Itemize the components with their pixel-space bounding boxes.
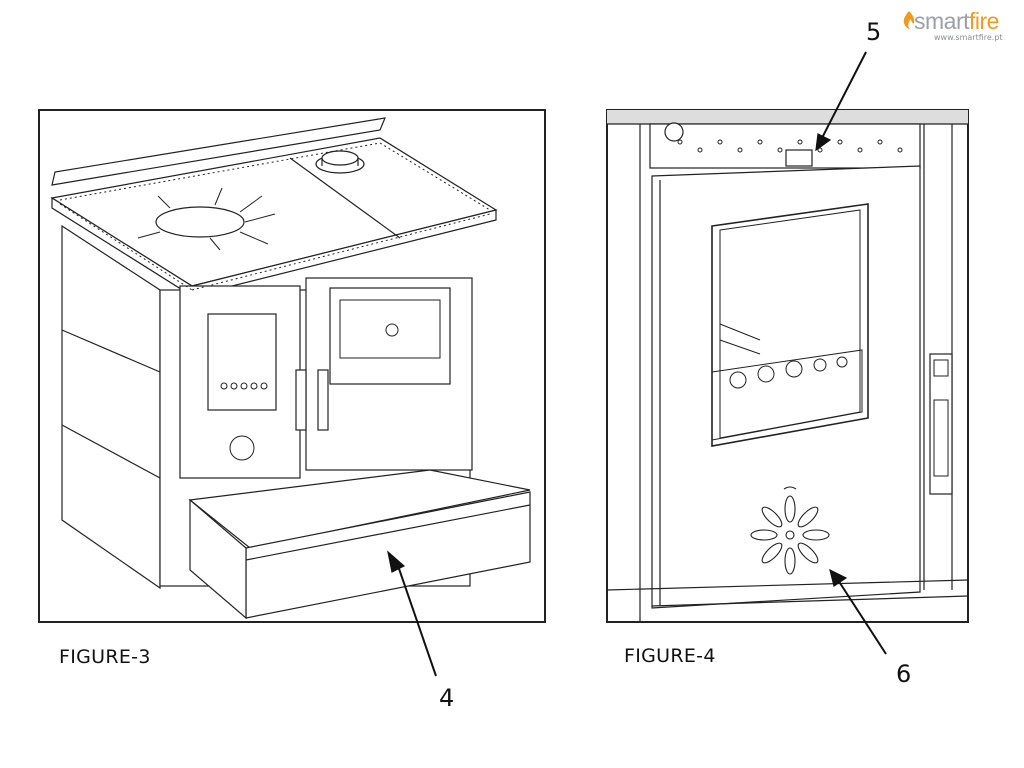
- callout-arrow-5: [815, 51, 867, 152]
- door-latch: [785, 149, 813, 167]
- logo-url: www.smartfire.pt: [934, 33, 1003, 42]
- grate-holes: [729, 356, 848, 389]
- firebox-window: [207, 313, 277, 411]
- hob-rays: [137, 187, 276, 251]
- callout-label-4: 4: [439, 684, 455, 712]
- air-vent-rosette: [229, 435, 255, 461]
- door-top-rim: [649, 123, 921, 169]
- oven-window: [329, 287, 451, 385]
- flame-icon: [903, 11, 915, 29]
- side-knob: [664, 122, 684, 142]
- air-vent-rosette: [750, 486, 830, 575]
- callout-arrow-6: [829, 568, 887, 655]
- logo-wordmark: smartfire: [914, 8, 999, 34]
- callout-label-6: 6: [896, 660, 912, 688]
- stove-side-panel: [61, 224, 161, 590]
- smartfire-logo: smartfire www.smartfire.pt: [902, 6, 1020, 46]
- door-handle: [295, 369, 307, 431]
- figure-3-caption: FIGURE-3: [59, 646, 151, 668]
- figure-4-caption: FIGURE-4: [624, 645, 716, 667]
- door-hinge: [929, 353, 953, 495]
- ash-drawer: [188, 469, 531, 549]
- door-glass: [711, 203, 869, 447]
- callout-arrow-4: [387, 550, 437, 677]
- figure-3-frame: [38, 109, 546, 623]
- hob-plate: [155, 206, 245, 238]
- stove-backsplash: [51, 117, 386, 186]
- callout-label-5: 5: [866, 18, 882, 46]
